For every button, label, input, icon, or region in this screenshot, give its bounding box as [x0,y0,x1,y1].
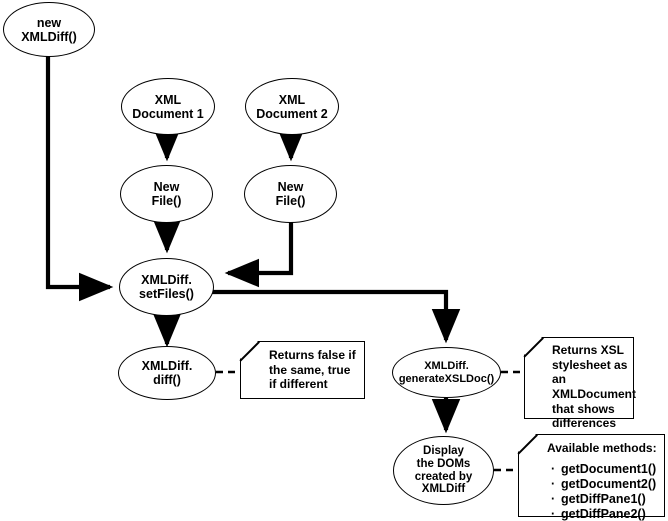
list-item: · getDiffPane1() [551,492,656,507]
node-new-file-2[interactable]: New File() [244,165,337,223]
node-xml-document-2-label: XML Document 2 [256,92,328,121]
list-item: · getDocument2() [551,477,656,492]
methods-list: · getDocument1() · getDocument2() · getDiff… [551,462,656,521]
node-xml-document-2[interactable]: XML Document 2 [245,78,339,135]
bullet-icon: · [551,492,556,506]
node-xmldiff-generatexsldoc-label: XMLDiff. generateXSLDoc() [398,360,495,385]
bullet-icon: · [551,477,556,491]
note-available-methods-title: Available methods: [547,441,657,455]
note-available-methods: Available methods: · getDocument1() · getD… [517,433,665,521]
node-display-doms-label: Display the DOMs created by XMLDiff [414,444,473,496]
note-diff-return-text: Returns false if the same, true if diffe… [269,348,356,392]
node-new-file-1-label: New File() [151,180,182,208]
node-new-file-2-label: New File() [275,180,306,208]
list-item: · getDiffPane2() [551,507,656,521]
edge-newfile2-to-setfiles [224,222,294,288]
edge-new-xmldiff-to-setfiles [45,56,114,302]
list-item: · getDocument1() [551,462,656,477]
edge-setfiles-to-generatexsldoc [212,289,461,344]
node-xmldiff-setfiles[interactable]: XMLDiff. setFiles() [119,258,214,316]
node-new-file-1[interactable]: New File() [120,165,213,223]
note-diff-return: Returns false if the same, true if diffe… [239,340,365,399]
node-display-doms[interactable]: Display the DOMs created by XMLDiff [393,436,494,505]
node-xmldiff-diff[interactable]: XMLDiff. diff() [118,346,216,400]
node-xml-document-1[interactable]: XML Document 1 [121,78,215,135]
node-new-xmldiff[interactable]: new XMLDiff() [3,2,95,57]
note-generatexsldoc-return: Returns XSL stylesheet as an XMLDocument… [523,336,636,430]
node-xmldiff-diff-label: XMLDiff. diff() [141,359,193,387]
bullet-icon: · [551,462,556,476]
note-generatexsldoc-return-text: Returns XSL stylesheet as an XMLDocument… [552,343,636,431]
method-name: getDiffPane1() [561,492,646,506]
node-xml-document-1-label: XML Document 1 [132,92,204,121]
node-new-xmldiff-label: new XMLDiff() [21,15,77,44]
method-name: getDocument2() [561,477,657,491]
node-xmldiff-generatexsldoc[interactable]: XMLDiff. generateXSLDoc() [392,347,501,398]
method-name: getDiffPane2() [561,507,646,521]
method-name: getDocument1() [561,462,657,476]
bullet-icon: · [551,507,556,521]
node-xmldiff-setfiles-label: XMLDiff. setFiles() [139,273,194,301]
